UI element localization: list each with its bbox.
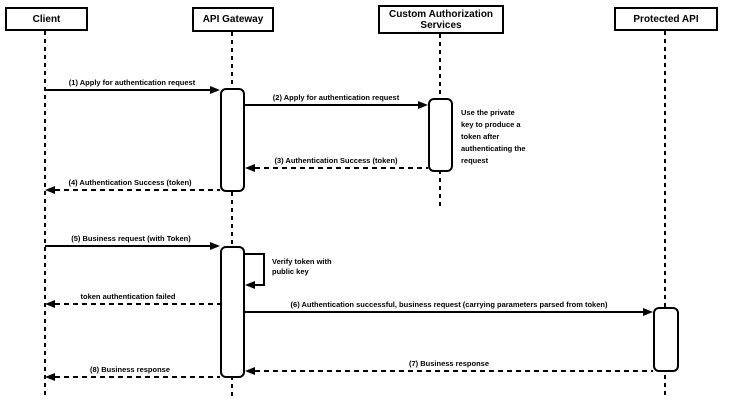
- arrowhead-left-icon: [245, 367, 255, 375]
- message-8-line: [55, 376, 220, 378]
- arrowhead-left-icon: [45, 373, 55, 381]
- arrowhead-left-icon: [45, 300, 55, 308]
- message-3-line: [255, 167, 428, 169]
- message-4-label: (4) Authentication Success (token): [68, 178, 192, 187]
- activation-custom-authorization-services: [428, 98, 453, 172]
- message-failed-line: [55, 303, 220, 305]
- message-6-line: [245, 311, 644, 313]
- message-5-line: [45, 245, 212, 247]
- self-message-right-line: [263, 253, 265, 286]
- participant-box-client: Client: [5, 7, 88, 31]
- arrowhead-left-icon: [245, 281, 255, 289]
- activation-api-gateway-auth: [220, 88, 245, 192]
- message-7-line: [255, 370, 653, 372]
- arrowhead-left-icon: [45, 186, 55, 194]
- arrowhead-left-icon: [245, 164, 255, 172]
- activation-api-gateway-business: [220, 246, 245, 378]
- message-2-line: [245, 104, 420, 106]
- arrowhead-right-icon: [643, 308, 653, 316]
- self-message-label: Verify token with public key: [272, 257, 332, 276]
- participant-label-client: Client: [32, 13, 61, 25]
- note-private-key: Use the private key to produce a token a…: [461, 108, 526, 165]
- message-3-label: (3) Authentication Success (token): [274, 156, 398, 165]
- message-5-label: (5) Business request (with Token): [71, 234, 191, 243]
- participant-box-api-gateway: API Gateway: [192, 7, 274, 32]
- lifeline-api-gateway: [231, 32, 233, 399]
- self-message-top-line: [245, 253, 265, 255]
- activation-protected-api: [653, 307, 679, 372]
- self-message-bottom-line: [254, 284, 265, 286]
- message-failed-label: token authentication failed: [80, 292, 176, 301]
- participant-box-custom-authorization-services: Custom Authorization Services: [378, 5, 504, 34]
- arrowhead-right-icon: [210, 86, 220, 94]
- message-2-label: (2) Apply for authentication request: [272, 93, 400, 102]
- arrowhead-right-icon: [418, 101, 428, 109]
- message-6-label: (6) Authentication successful, business …: [290, 300, 608, 309]
- lifeline-client: [44, 31, 46, 399]
- message-4-line: [55, 189, 220, 191]
- message-7-label: (7) Business response: [408, 359, 490, 368]
- arrowhead-right-icon: [210, 242, 220, 250]
- participant-label-custom-authorization-services: Custom Authorization Services: [388, 8, 494, 31]
- participant-box-protected-api: Protected API: [614, 7, 718, 31]
- message-1-label: (1) Apply for authentication request: [68, 78, 196, 87]
- message-1-line: [45, 89, 212, 91]
- message-8-label: (8) Business response: [89, 365, 171, 374]
- participant-label-api-gateway: API Gateway: [202, 14, 264, 25]
- participant-label-protected-api: Protected API: [633, 13, 699, 25]
- lifeline-protected-api: [664, 31, 666, 399]
